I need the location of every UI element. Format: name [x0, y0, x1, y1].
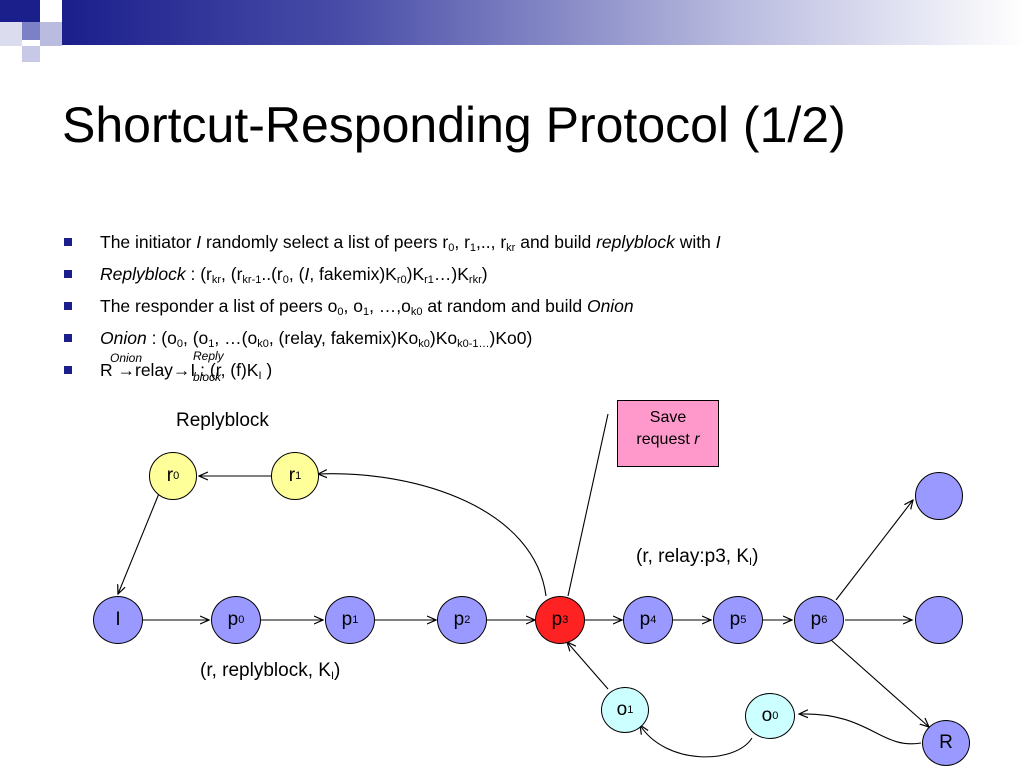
- node-unnamed-middle: [915, 596, 963, 644]
- bullet-marker-icon: [64, 270, 72, 278]
- replyblock-label: Replyblock: [176, 410, 269, 431]
- bullet-item: Replyblock : (rkr, (rkr-1..(r0, (I, fake…: [62, 262, 721, 294]
- edge-o0-o1: [640, 725, 753, 758]
- bullet-marker-icon: [64, 366, 72, 374]
- bullet-item: The initiator I randomly select a list o…: [62, 230, 721, 262]
- title-banner: [62, 0, 1024, 45]
- replyblock-message-label: (r, replyblock, KI): [200, 660, 341, 682]
- edge-p6-top: [835, 500, 913, 601]
- reply-overlay-label: Reply: [193, 349, 224, 363]
- bullet-list: The initiator I randomly select a list o…: [62, 230, 721, 390]
- onion-overlay-label: Onion: [110, 351, 143, 365]
- slide-title: Shortcut-Responding Protocol (1/2): [62, 97, 846, 153]
- relay-label: (r, relay:p3, KI): [636, 546, 759, 568]
- save-request-note: Save request r: [617, 400, 719, 467]
- bullet-item: The responder a list of peers o0, o1, …,…: [62, 294, 721, 326]
- node-R: R: [922, 720, 970, 766]
- bullet-marker-icon: [64, 334, 72, 342]
- bullet-item: Onion : (o0, (o1, …(ok0, (relay, fakemix…: [62, 326, 721, 358]
- bullet-item: R →relay→I : (r, (f)KI ): [62, 358, 721, 390]
- edge-p6-R: [830, 639, 929, 727]
- edge-R-o0: [799, 714, 922, 745]
- node-unnamed-top: [915, 472, 963, 520]
- edge-r0-I: [118, 490, 161, 594]
- save-request-line1: Save: [649, 409, 687, 426]
- edge-o1-p3: [567, 642, 609, 690]
- bullet-marker-icon: [64, 238, 72, 246]
- block-overlay-label: block: [193, 370, 222, 384]
- edge-p3-r1: [318, 474, 547, 597]
- node-I: I: [93, 596, 143, 644]
- save-request-var: r: [694, 431, 700, 448]
- save-request-line2: request: [636, 431, 695, 448]
- edge-p3-save: [567, 413, 609, 597]
- bullet-marker-icon: [64, 302, 72, 310]
